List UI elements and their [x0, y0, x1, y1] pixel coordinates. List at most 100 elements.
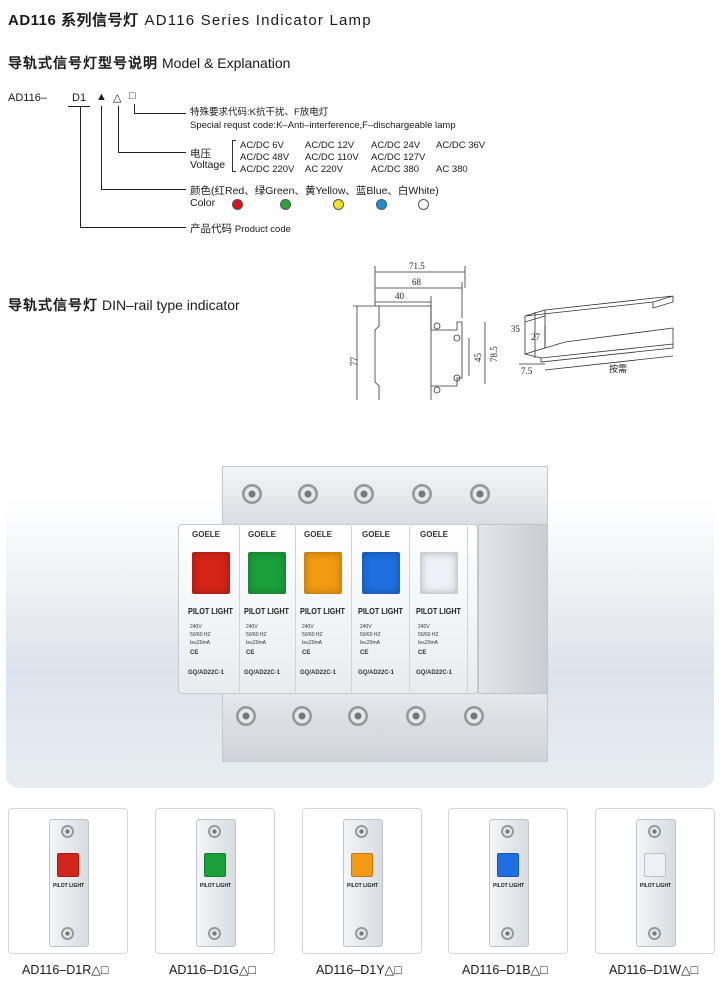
dim-width-body: 68: [412, 277, 422, 287]
model-prefix: AD116–: [8, 92, 47, 104]
ce-mark-icon: CE: [246, 650, 255, 656]
dim-height-rail: 45: [473, 353, 483, 363]
voltage-en: Voltage: [190, 159, 226, 171]
color-en: Color: [190, 197, 216, 209]
module-label: PILOT LIGHT: [358, 606, 403, 616]
symbol-special: □: [129, 90, 136, 102]
module-label: PILOT LIGHT: [244, 606, 289, 616]
module-spec: 50/60 HZ: [246, 632, 267, 638]
product-thumbnail: PILOT LIGHT: [448, 808, 568, 954]
voltage-connector: [118, 106, 119, 153]
product-caption: AD116–D1W△□: [609, 963, 699, 977]
module-model: GQ/AD22C-1: [358, 670, 395, 676]
product-caption: AD116–D1Y△□: [316, 963, 402, 977]
module-label: PILOT LIGHT: [347, 883, 379, 889]
module-label: PILOT LIGHT: [640, 883, 672, 889]
code-underline: [68, 106, 90, 107]
terminal-screw-icon: [648, 825, 661, 838]
product-thumbnail: PILOT LIGHT: [8, 808, 128, 954]
terminal-screw-icon: [298, 484, 318, 504]
terminal-screw-icon: [470, 484, 490, 504]
voltage-option: AC 220V: [305, 164, 344, 175]
single-module-body: [49, 819, 89, 947]
module-spec: 50/60 HZ: [302, 632, 323, 638]
indicator-module: [354, 526, 410, 692]
top-terminal-block: [222, 466, 548, 528]
voltage-option: AC/DC 48V: [240, 152, 290, 163]
terminal-screw-icon: [348, 706, 368, 726]
white-swatch: [418, 199, 429, 210]
model-heading-en: Model & Explanation: [162, 55, 291, 71]
product-caption: AD116–D1G△□: [169, 963, 257, 977]
module-spec: 240V: [302, 624, 314, 630]
module-brand: GOELE: [420, 530, 449, 539]
single-module-body: [196, 819, 236, 947]
rail-length: 按需: [609, 363, 627, 374]
module-model: GQ/AD22C-1: [188, 670, 225, 676]
single-module-body: [636, 819, 676, 947]
module-spec: 240V: [246, 624, 258, 630]
side-panel: [478, 524, 548, 694]
terminal-screw-icon: [501, 927, 514, 940]
indicator-assembly: GOELE PILOT LIGHT 240V 50/60 HZ Ie≤20mA CE GQ/…: [178, 466, 548, 764]
special-cn: 特殊要求代码:K抗干扰、F放电灯: [190, 107, 329, 118]
module-spec: Ie≤20mA: [302, 640, 322, 646]
indicator-lens: [351, 853, 373, 877]
ce-mark-icon: CE: [360, 650, 369, 656]
product-thumbnail: PILOT LIGHT: [302, 808, 422, 954]
voltage-option: AC 380: [436, 164, 468, 175]
indicator-module: [412, 526, 468, 692]
din-heading-cn: 导轨式信号灯: [8, 297, 98, 313]
dim-width-front: 40: [395, 291, 405, 301]
terminal-screw-icon: [61, 825, 74, 838]
product-cn: 产品代码: [190, 223, 232, 235]
module-spec: Ie≤20mA: [246, 640, 266, 646]
din-rail-drawing: 35 27 7.5 按需: [511, 295, 674, 376]
terminal-screw-icon: [61, 927, 74, 940]
product-connector: [80, 107, 81, 228]
terminal-screw-icon: [464, 706, 484, 726]
module-label: PILOT LIGHT: [200, 883, 232, 889]
indicator-lens: [248, 552, 286, 594]
module-spec: Ie≤20mA: [190, 640, 210, 646]
voltage-option: AC/DC 6V: [240, 140, 284, 151]
product-caption: AD116–D1B△□: [462, 963, 548, 977]
ce-mark-icon: CE: [302, 650, 311, 656]
module-brand: GOELE: [304, 530, 333, 539]
terminal-screw-icon: [292, 706, 312, 726]
module-label: PILOT LIGHT: [300, 606, 345, 616]
terminal-screw-icon: [648, 927, 661, 940]
indicator-lens: [644, 853, 666, 877]
ce-mark-icon: CE: [190, 650, 199, 656]
indicator-lens: [497, 853, 519, 877]
indicator-lens: [57, 853, 79, 877]
module-model: GQ/AD22C-1: [300, 670, 337, 676]
dim-height-front: 78.5: [489, 346, 499, 362]
single-module-body: [343, 819, 383, 947]
special-en: Special requst code:K–Anti–interference,…: [190, 120, 456, 131]
color-options: 颜色(红Red、绿Green、黄Yellow、蓝Blue、白White): [190, 185, 439, 197]
terminal-screw-icon: [208, 927, 221, 940]
ce-mark-icon: CE: [418, 650, 427, 656]
indicator-lens: [192, 552, 230, 594]
dim-height-overall: 77: [349, 357, 359, 367]
dim-width-overall: 71.5: [409, 261, 425, 271]
indicator-module: [240, 526, 296, 692]
symbol-voltage: ▲: [96, 91, 107, 103]
single-module-body: [489, 819, 529, 947]
red-swatch: [232, 199, 243, 210]
module-spec: 240V: [190, 624, 202, 630]
title-en: AD116 Series Indicator Lamp: [144, 12, 372, 29]
rail-depth: 7.5: [521, 366, 533, 376]
terminal-screw-icon: [355, 825, 368, 838]
indicator-lens: [420, 552, 458, 594]
voltage-cn: 电压: [190, 148, 211, 160]
module-label: PILOT LIGHT: [493, 883, 525, 889]
indicator-lens: [204, 853, 226, 877]
module-label: PILOT LIGHT: [416, 606, 461, 616]
module-model: GQ/AD22C-1: [244, 670, 281, 676]
product-caption: AD116–D1R△□: [22, 963, 109, 977]
